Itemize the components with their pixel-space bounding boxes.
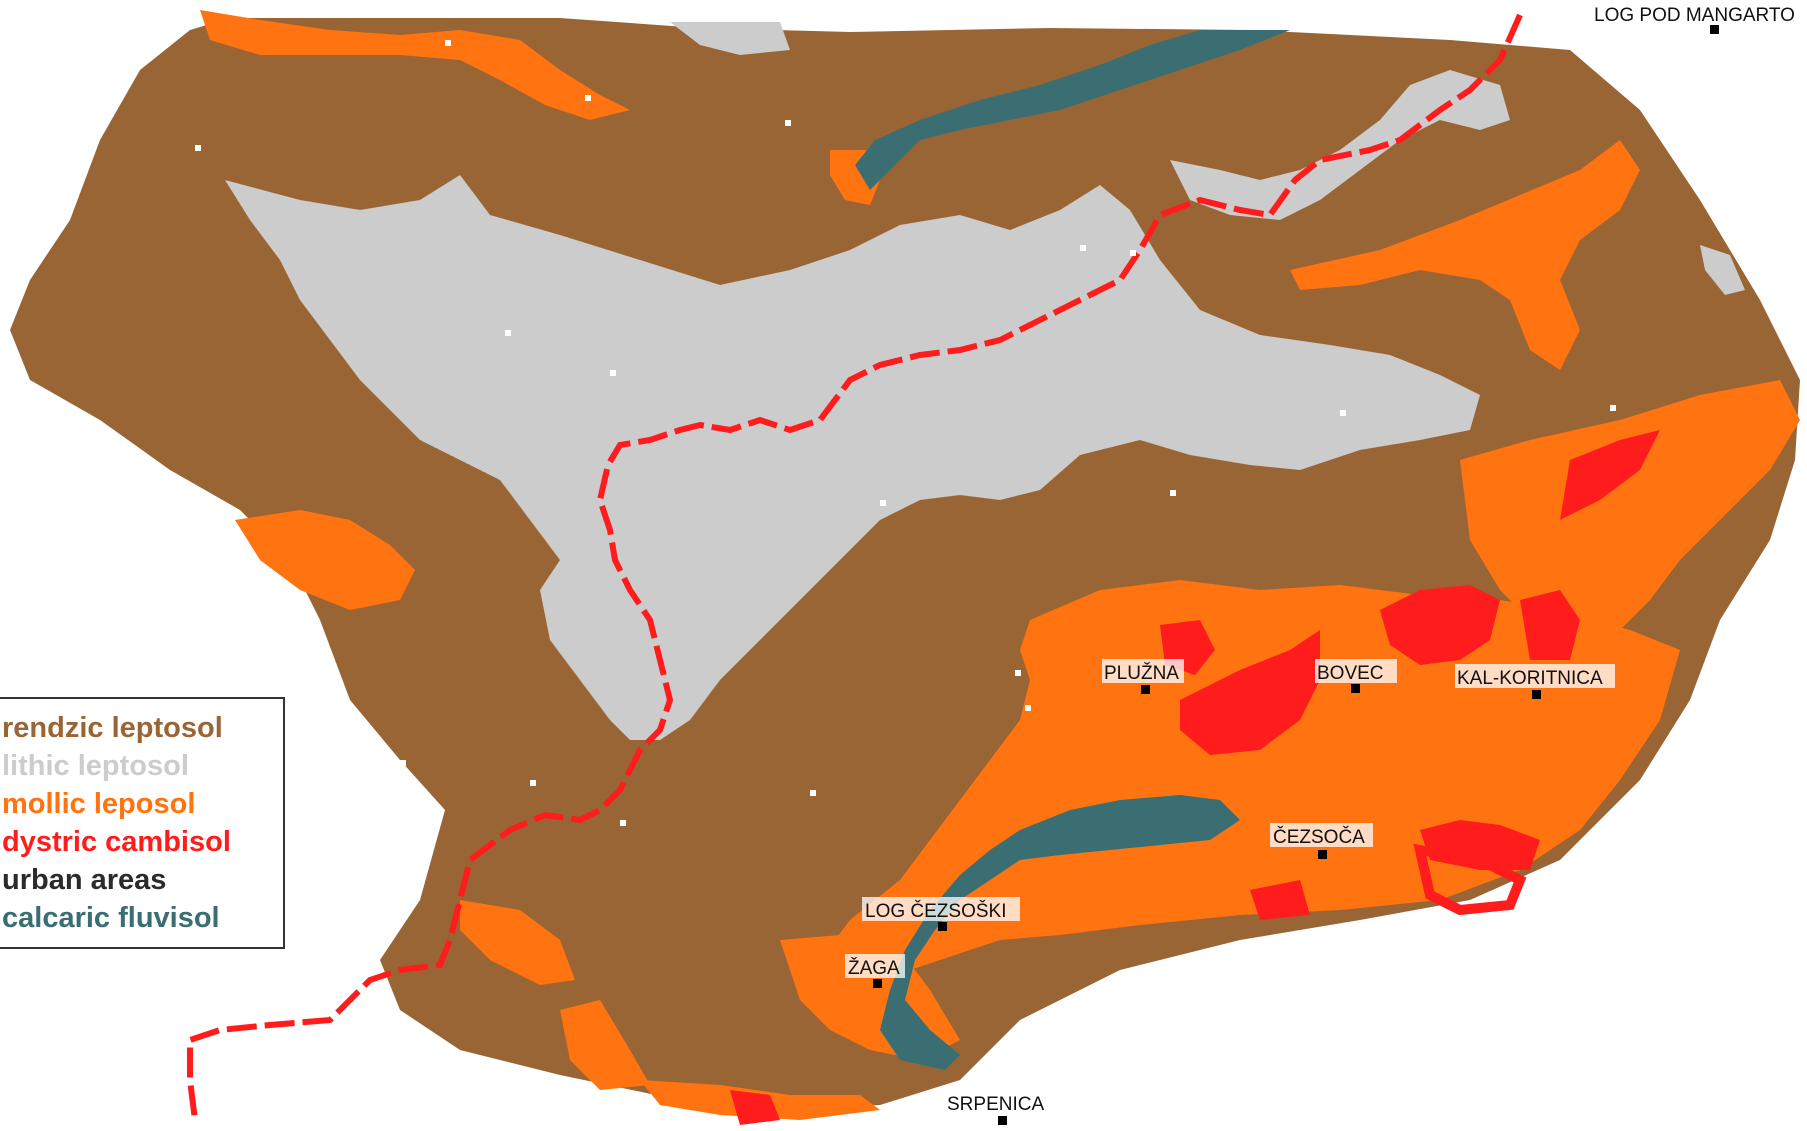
region-calcaric-fluvisol-soča bbox=[880, 795, 1240, 1070]
marker-log-pod-mangartom bbox=[1710, 25, 1719, 34]
region-lithic-leptosol-north bbox=[670, 22, 790, 55]
region-dystric-cambisol-bovec bbox=[1180, 630, 1320, 755]
region-dystric-cambisol-kal bbox=[1520, 590, 1580, 660]
label-bg-kal bbox=[1455, 664, 1615, 688]
region-dystric-cambisol-south-bovec bbox=[1250, 880, 1310, 920]
label-log-čezsoški: LOG ČEZSOŠKI bbox=[865, 900, 1006, 922]
map-legend: rendzic leptosol lithic leptosol mollic … bbox=[0, 697, 285, 949]
label-bg-čezsoča bbox=[1270, 823, 1373, 847]
region-dystric-cambisol-east-strip bbox=[1560, 430, 1660, 520]
label-bg-log-čezsoški bbox=[862, 897, 1020, 921]
legend-item-mollic-leposol: mollic leposol bbox=[2, 788, 196, 820]
marker-kal-koritnica bbox=[1532, 690, 1541, 699]
label-log-pod-mangartom: LOG POD MANGARTO bbox=[1594, 5, 1795, 26]
marker-plužna bbox=[1141, 685, 1150, 694]
label-bg-bovec bbox=[1315, 659, 1397, 683]
label-bg-plužna bbox=[1102, 659, 1184, 683]
label-kal-koritnica: KAL-KORITNICA bbox=[1457, 668, 1603, 689]
label-čezsoča: ČEZSOČA bbox=[1273, 826, 1365, 848]
legend-item-calcaric-fluvisol: calcaric fluvisol bbox=[2, 902, 220, 934]
label-bovec: BOVEC bbox=[1317, 663, 1384, 684]
region-lithic-leptosol-east bbox=[1700, 245, 1745, 295]
label-srpenica: SRPENICA bbox=[947, 1094, 1044, 1115]
legend-item-urban-areas: urban areas bbox=[2, 864, 167, 896]
region-dystric-cambisol-east-ridge bbox=[1380, 585, 1500, 665]
region-mollic-leposol-south bbox=[560, 1000, 650, 1090]
speckles bbox=[195, 40, 1616, 826]
region-dystric-cambisol-srpenica bbox=[730, 1090, 780, 1125]
marker-žaga bbox=[873, 979, 882, 988]
region-lithic-leptosol-central bbox=[225, 175, 1480, 740]
label-plužna: PLUŽNA bbox=[1104, 662, 1179, 684]
marker-log-čezsoški bbox=[938, 922, 947, 931]
label-bg-žaga bbox=[845, 954, 905, 978]
legend-item-dystric-cambisol: dystric cambisol bbox=[2, 826, 231, 858]
marker-čezsoča bbox=[1318, 850, 1327, 859]
region-mollic-leposol-northeast bbox=[1290, 140, 1640, 370]
region-mollic-leposol-southwest bbox=[460, 900, 575, 985]
region-lithic-leptosol-northeast bbox=[1170, 70, 1510, 220]
region-mollic-leposol-west bbox=[235, 510, 415, 610]
legend-item-rendzic-leptosol: rendzic leptosol bbox=[2, 712, 223, 744]
marker-srpenica bbox=[998, 1116, 1007, 1125]
region-dystric-cambisol-southeast bbox=[1420, 820, 1540, 870]
marker-bovec bbox=[1351, 684, 1360, 693]
legend-item-lithic-leptosol: lithic leptosol bbox=[2, 750, 189, 782]
region-mollic-leposol-east bbox=[1460, 380, 1800, 650]
label-žaga: ŽAGA bbox=[848, 957, 900, 979]
region-mollic-leposol-northwest bbox=[200, 10, 630, 120]
region-calcaric-fluvisol-north bbox=[855, 30, 1290, 190]
